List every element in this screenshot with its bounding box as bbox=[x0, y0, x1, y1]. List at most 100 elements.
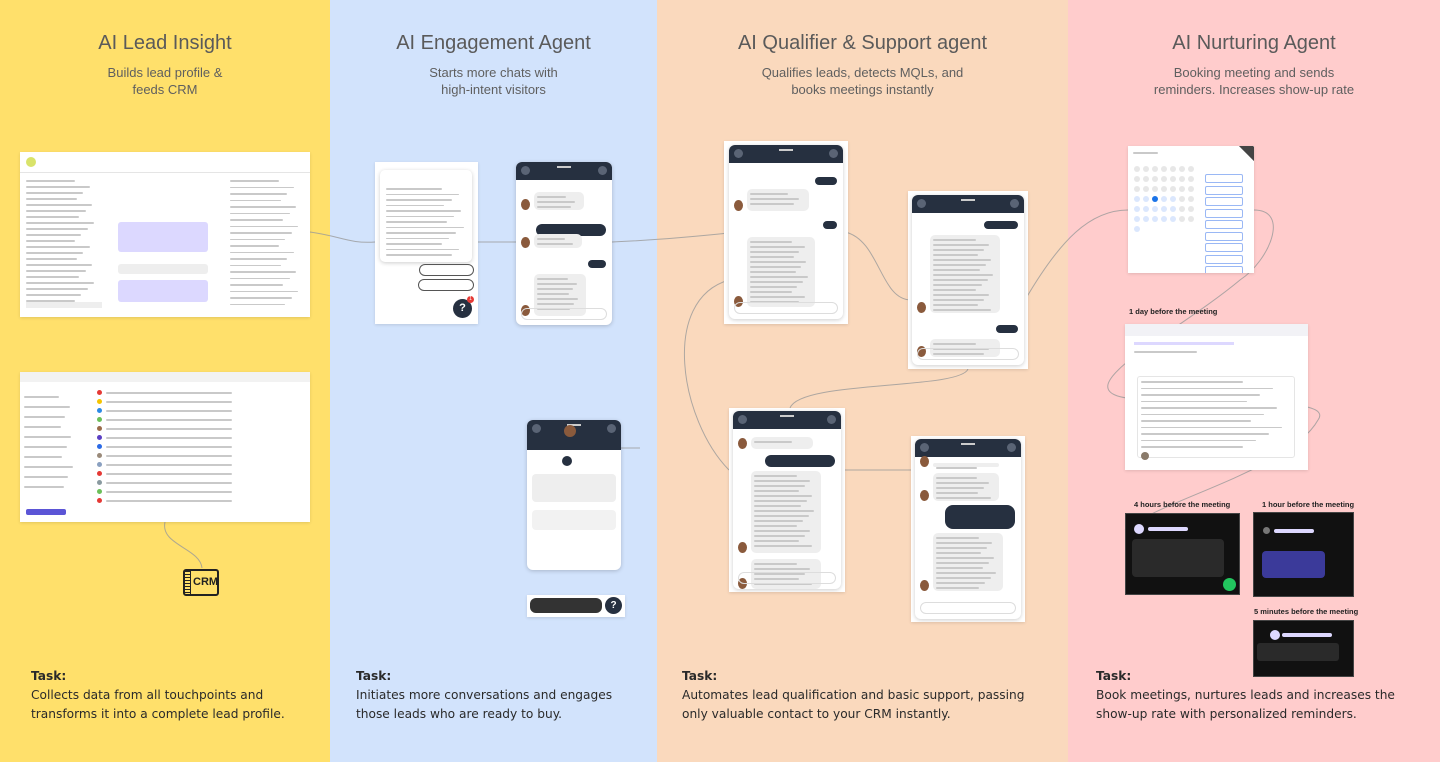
calendar-day bbox=[1161, 216, 1167, 222]
quick-reply-button[interactable] bbox=[419, 264, 474, 276]
calendar-day bbox=[1161, 166, 1167, 172]
placeholder-text bbox=[106, 419, 232, 421]
placeholder-text bbox=[933, 279, 988, 281]
agent-name bbox=[961, 443, 975, 445]
calendar-day bbox=[1134, 206, 1140, 212]
placeholder-text bbox=[936, 582, 985, 584]
agent-name bbox=[779, 149, 793, 151]
placeholder-text bbox=[936, 467, 977, 469]
placeholder-text bbox=[1141, 387, 1273, 389]
task-label: Task: bbox=[1096, 669, 1132, 683]
agent-avatar bbox=[920, 490, 929, 501]
column-subtitle: Starts more chats with high-intent visit… bbox=[429, 65, 558, 97]
chat-widget bbox=[729, 145, 843, 319]
agent-avatar bbox=[521, 237, 530, 248]
avatar bbox=[26, 157, 36, 167]
connector bbox=[164, 521, 203, 569]
calendar-day bbox=[1134, 216, 1140, 222]
chat-header bbox=[729, 145, 843, 163]
powered-by-ribbon bbox=[1232, 146, 1254, 162]
calendar-day bbox=[1161, 196, 1167, 202]
placeholder-text bbox=[754, 495, 813, 497]
placeholder-text bbox=[933, 264, 986, 266]
agent-avatar bbox=[521, 199, 530, 210]
task-description: Task:Book meetings, nurtures leads and i… bbox=[1096, 667, 1395, 724]
placeholder-text bbox=[936, 557, 995, 559]
placeholder-text bbox=[936, 492, 979, 494]
lead-avatar bbox=[97, 480, 102, 485]
sms-reminder-5m bbox=[1253, 620, 1354, 677]
help-icon: ? bbox=[610, 600, 617, 611]
voice-button[interactable] bbox=[1223, 578, 1236, 591]
column-engagement-agent: AI Engagement Agent Starts more chats wi… bbox=[330, 0, 657, 762]
placeholder-text bbox=[230, 245, 279, 247]
calendar-day bbox=[1179, 196, 1185, 202]
column-title: AI Lead Insight bbox=[98, 32, 232, 54]
email-toolbar bbox=[1125, 324, 1308, 336]
placeholder-text bbox=[106, 401, 232, 403]
chat-widget bbox=[915, 439, 1021, 619]
task-label: Task: bbox=[31, 669, 67, 683]
email-reminder-screenshot bbox=[1125, 324, 1308, 470]
calendar-day bbox=[1170, 206, 1176, 212]
minimize-button bbox=[598, 166, 607, 175]
placeholder-text bbox=[936, 482, 989, 484]
calendar-day bbox=[1170, 176, 1176, 182]
user-message bbox=[996, 325, 1018, 333]
task-text: Automates lead qualification and basic s… bbox=[682, 688, 1025, 721]
placeholder-text bbox=[537, 238, 565, 240]
agent-avatar bbox=[920, 456, 929, 467]
time-slot-button bbox=[1205, 185, 1243, 195]
placeholder-text bbox=[537, 288, 574, 290]
placeholder-text bbox=[230, 225, 298, 227]
minimize-button bbox=[1007, 443, 1016, 452]
message-input bbox=[738, 572, 836, 584]
help-launcher-button[interactable]: ? bbox=[605, 597, 622, 614]
placeholder-text bbox=[106, 500, 232, 502]
placeholder-text bbox=[106, 428, 232, 430]
recipient-field bbox=[1134, 342, 1234, 345]
calendar-day bbox=[1161, 176, 1167, 182]
placeholder-text bbox=[754, 563, 798, 565]
placeholder-text bbox=[933, 284, 982, 286]
placeholder-text bbox=[936, 567, 984, 569]
placeholder-text bbox=[26, 216, 80, 218]
placeholder-text bbox=[24, 466, 73, 468]
connector bbox=[611, 232, 730, 243]
placeholder-text bbox=[1134, 351, 1197, 353]
placeholder-text bbox=[933, 254, 979, 256]
chat-message bbox=[118, 222, 208, 252]
connector bbox=[789, 368, 969, 409]
placeholder-text bbox=[1141, 400, 1247, 402]
placeholder-text bbox=[750, 291, 792, 293]
qualifier-chat-frame bbox=[908, 191, 1028, 369]
placeholder-text bbox=[750, 261, 807, 263]
lead-avatar bbox=[97, 390, 102, 395]
message-tab bbox=[562, 456, 572, 466]
calendar-day bbox=[1161, 186, 1167, 192]
placeholder-text bbox=[936, 572, 997, 574]
chat-widget bbox=[516, 162, 612, 325]
calendar-day bbox=[1179, 176, 1185, 182]
help-launcher-button[interactable]: ? bbox=[453, 299, 472, 318]
placeholder-text bbox=[26, 294, 82, 296]
placeholder-text bbox=[1141, 407, 1278, 409]
lead-avatar bbox=[97, 453, 102, 458]
connector bbox=[844, 231, 912, 301]
placeholder-text bbox=[26, 192, 84, 194]
placeholder-text bbox=[754, 515, 809, 517]
back-button bbox=[521, 166, 530, 175]
placeholder-text bbox=[1141, 426, 1282, 428]
placeholder-text bbox=[750, 276, 809, 278]
placeholder-text bbox=[230, 297, 292, 299]
column-subtitle: Qualifies leads, detects MQLs, and books… bbox=[761, 65, 964, 97]
placeholder-text bbox=[754, 480, 811, 482]
user-message bbox=[588, 260, 606, 268]
placeholder-text bbox=[230, 264, 282, 266]
placeholder-text bbox=[754, 441, 792, 443]
calendar-day bbox=[1152, 216, 1158, 222]
calendar-day bbox=[1188, 196, 1194, 202]
placeholder-text bbox=[386, 232, 457, 234]
placeholder-text bbox=[537, 278, 568, 280]
quick-reply-button[interactable] bbox=[418, 279, 474, 291]
